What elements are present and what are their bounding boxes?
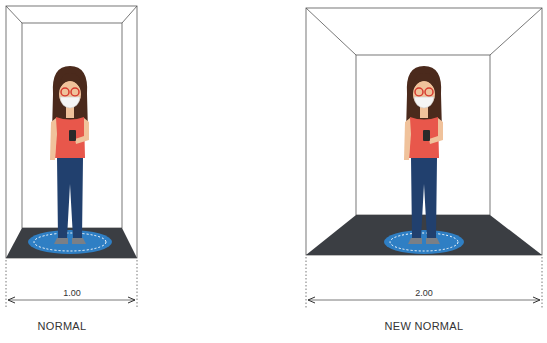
dimension-label: 1.00 — [61, 288, 83, 298]
caption-label: NEW NORMAL — [385, 320, 464, 332]
dimension-label: 2.00 — [413, 288, 435, 298]
caption-label: NORMAL — [38, 320, 87, 332]
